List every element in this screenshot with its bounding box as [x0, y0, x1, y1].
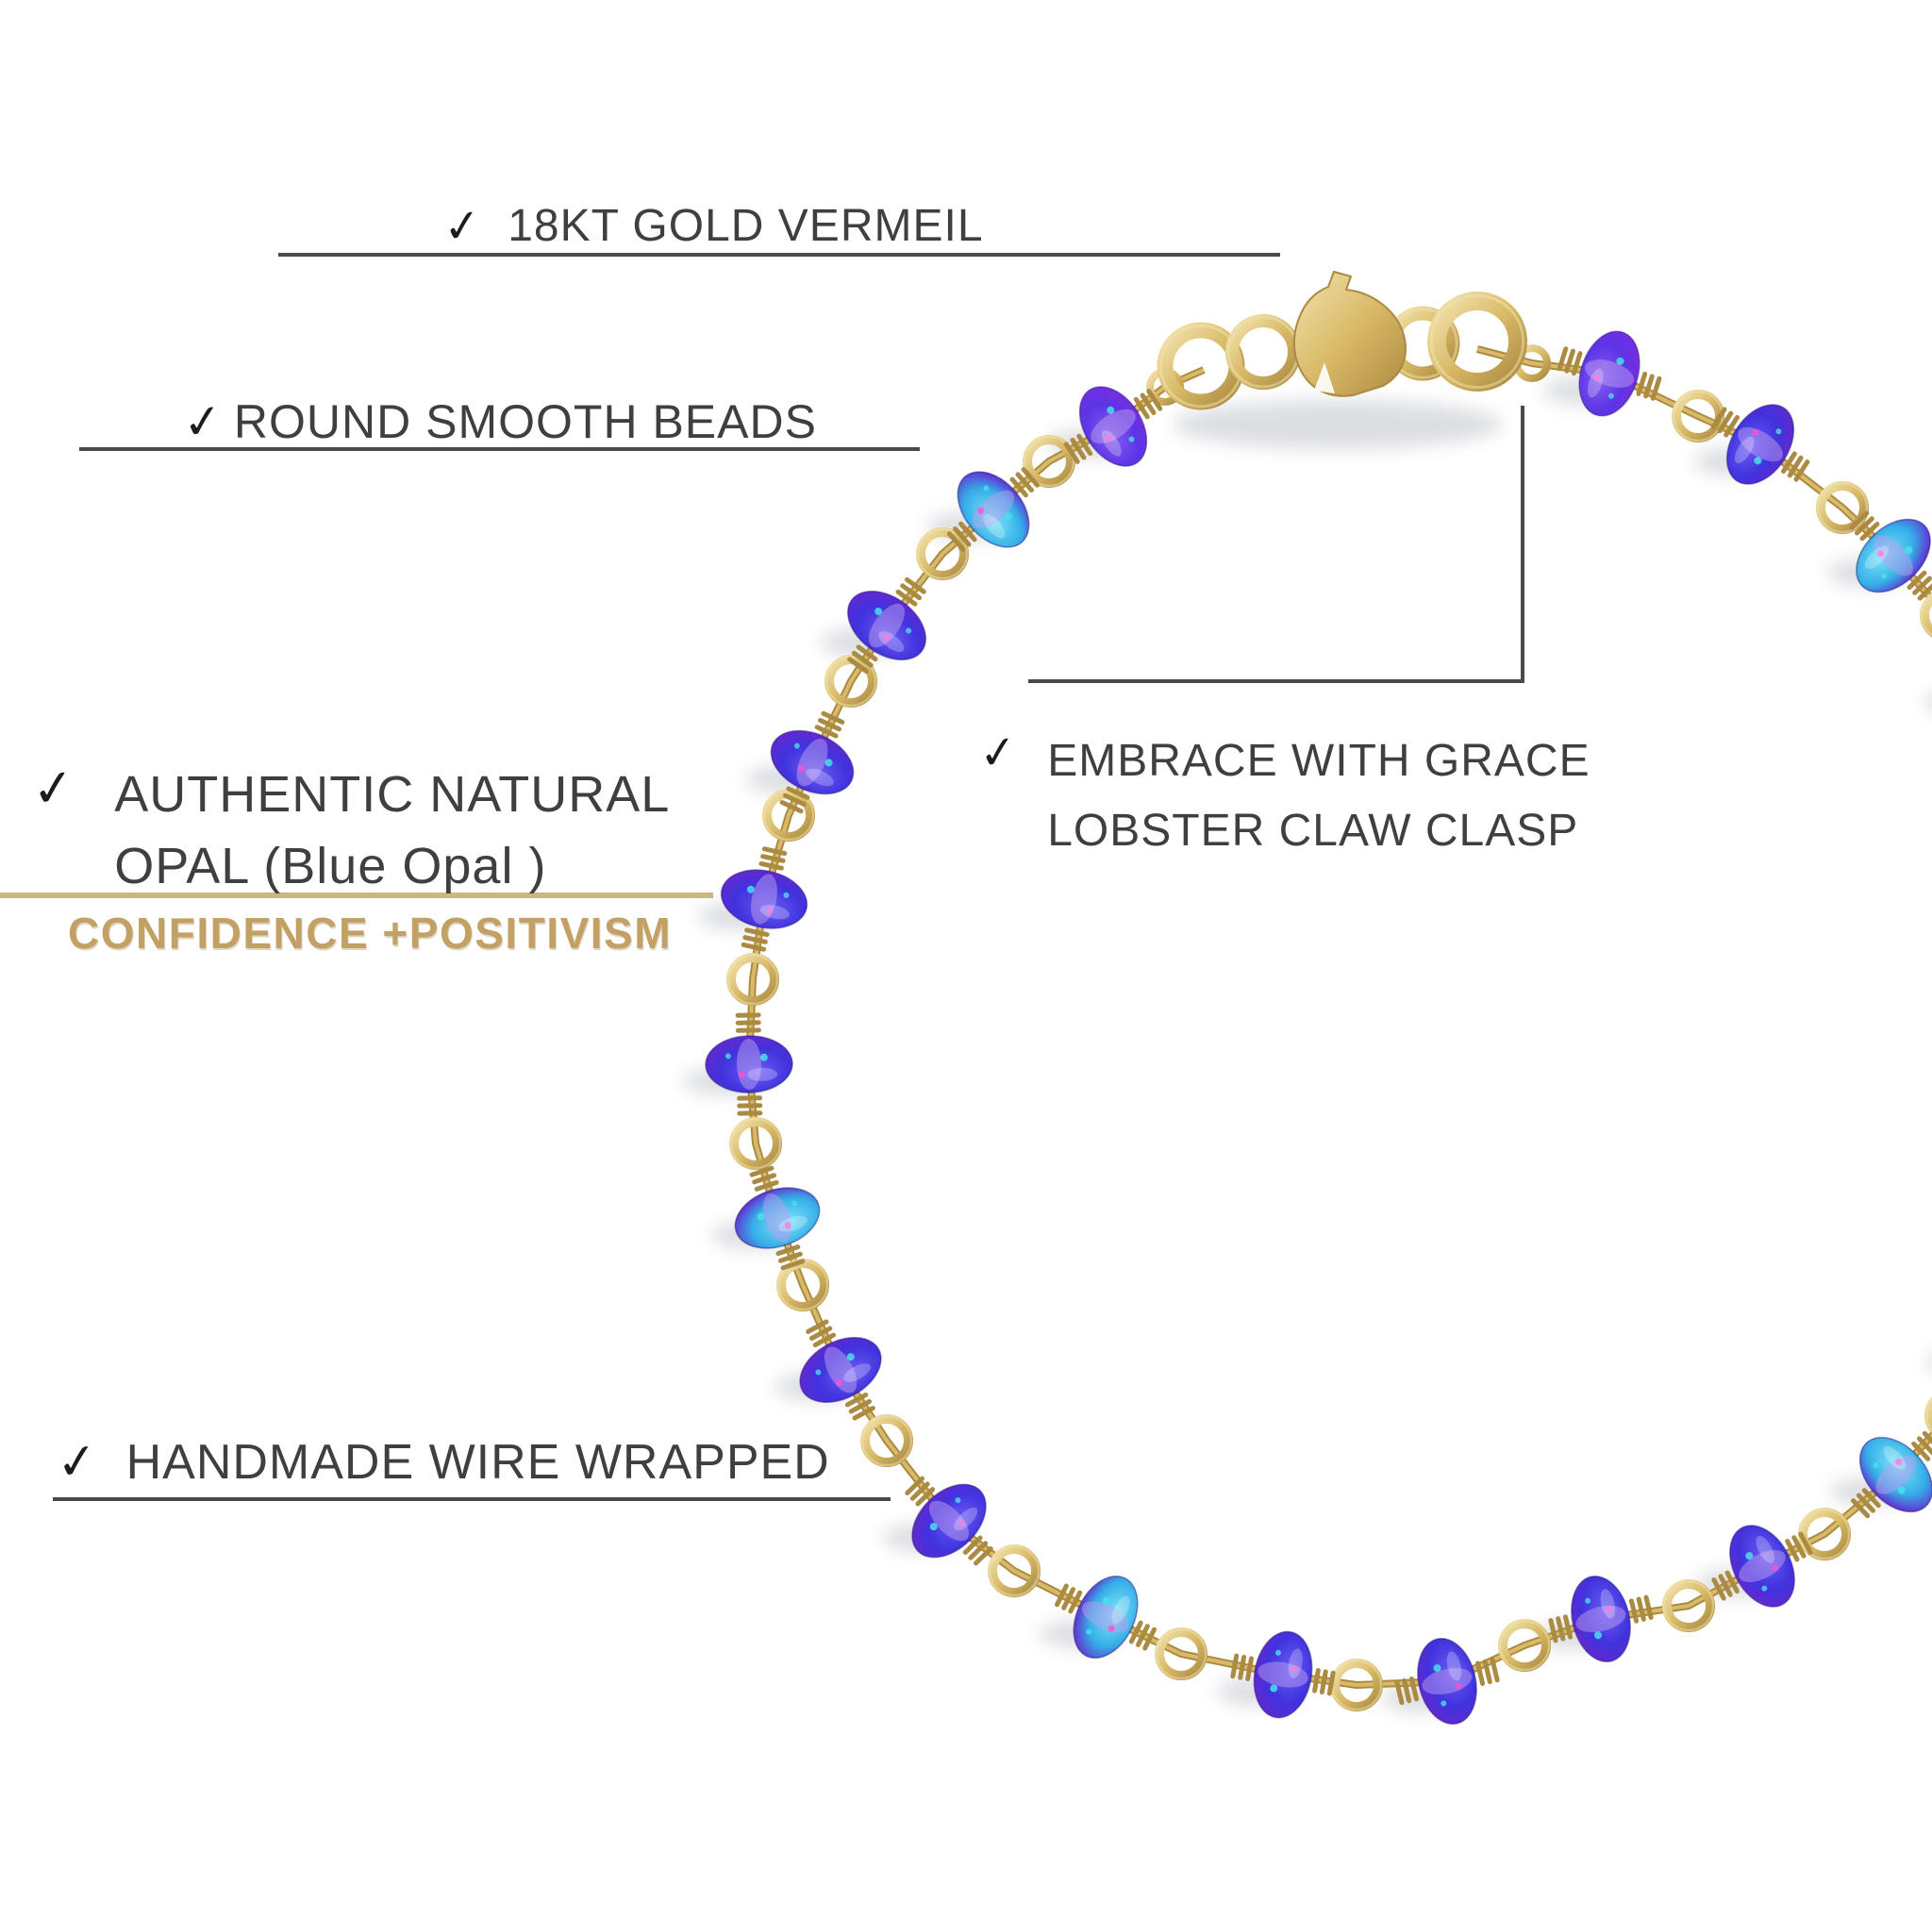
label-authentic-opal: ✓ AUTHENTIC NATURAL OPAL (Blue Opal ): [29, 758, 670, 902]
tagline-confidence-positivism: CONFIDENCE +POSITIVISM: [68, 909, 673, 958]
underline-round-smooth: [79, 447, 920, 451]
checkmark-icon: ✓: [29, 758, 78, 820]
checkmark-icon: ✓: [54, 1432, 101, 1493]
label-clasp-line2: LOBSTER CLAW CLASP: [1047, 806, 1579, 857]
label-lobster-clasp: ✓ EMBRACE WITH GRACE LOBSTER CLAW CLASP: [976, 726, 1591, 867]
label-clasp-line1: EMBRACE WITH GRACE: [1047, 736, 1591, 786]
label-lobster-clasp-text: EMBRACE WITH GRACE LOBSTER CLAW CLASP: [1047, 726, 1590, 867]
leader-line-clasp-vertical: [1521, 406, 1524, 683]
label-handmade-wire-wrapped: ✓ HANDMADE WIRE WRAPPED: [54, 1432, 830, 1493]
label-authentic-opal-text: AUTHENTIC NATURAL OPAL (Blue Opal ): [114, 759, 670, 902]
underline-gold-vermeil: [278, 253, 1280, 257]
underline-handmade: [53, 1497, 891, 1501]
label-gold-vermeil-text: 18KT GOLD VERMEIL: [508, 201, 984, 251]
label-gold-vermeil: ✓ 18KT GOLD VERMEIL: [441, 200, 984, 254]
label-handmade-wire-wrapped-text: HANDMADE WIRE WRAPPED: [125, 1435, 830, 1490]
pointer-line-opal: [0, 893, 713, 898]
leader-line-clasp-horizontal: [1028, 679, 1524, 683]
label-authentic-line2: OPAL (Blue Opal ): [114, 838, 547, 895]
checkmark-icon: ✓: [441, 200, 484, 254]
label-authentic-line1: AUTHENTIC NATURAL: [114, 766, 671, 823]
label-round-smooth-beads: ✓ ROUND SMOOTH BEADS: [180, 392, 817, 451]
checkmark-icon: ✓: [180, 392, 225, 451]
label-round-smooth-beads-text: ROUND SMOOTH BEADS: [233, 395, 817, 448]
checkmark-icon: ✓: [976, 726, 1020, 780]
